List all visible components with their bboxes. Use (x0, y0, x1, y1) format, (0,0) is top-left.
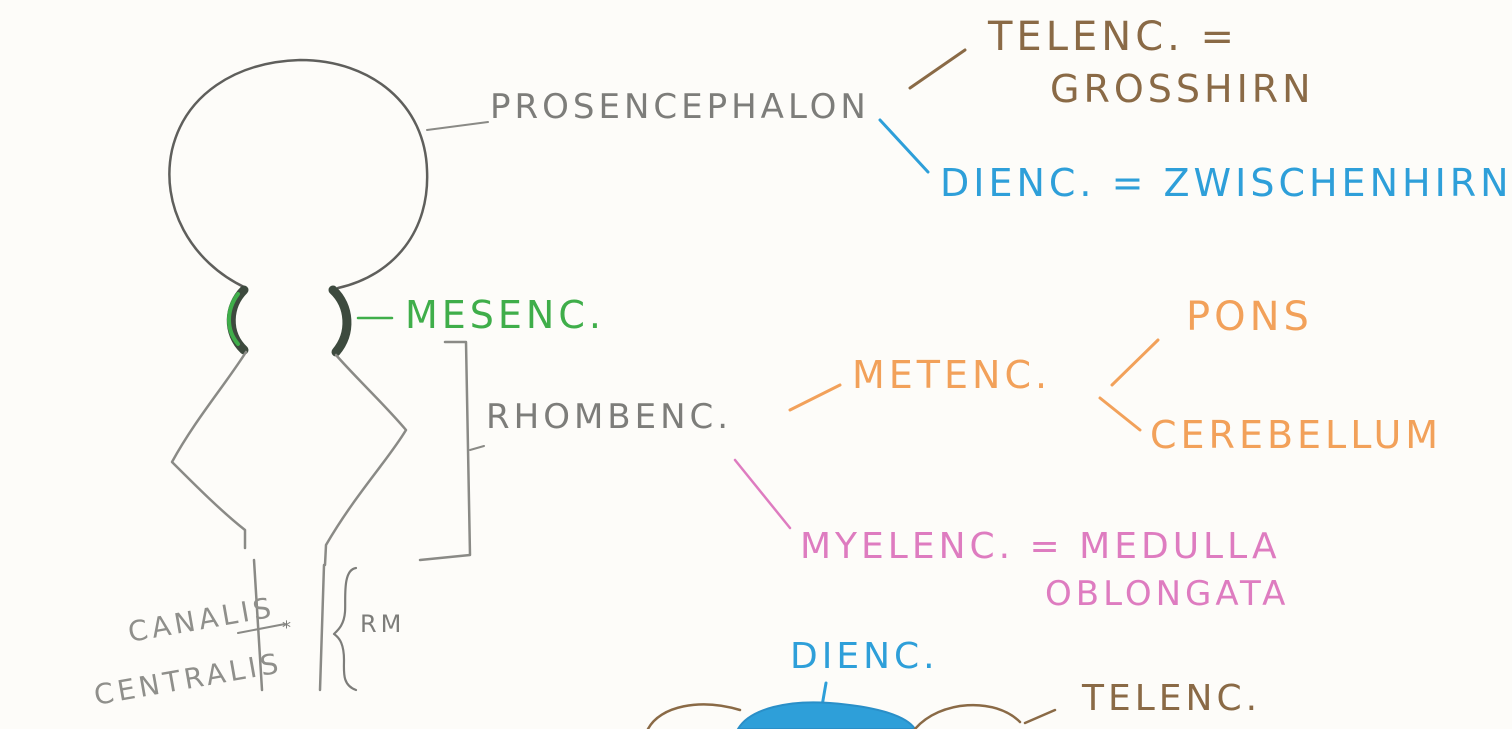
canalis-label-line1: CANALIS (125, 591, 277, 649)
myelenc-label-line1: MYELENC. = MEDULLA (800, 526, 1281, 567)
rhombencephalon-connector-line (469, 445, 485, 451)
rhombenc-label: RHOMBENC. (486, 397, 732, 437)
cerebellum-label: CEREBELLUM (1150, 413, 1442, 457)
myelenc-label-line2: OBLONGATA (1045, 574, 1289, 614)
rhombencephalon-bracket (418, 340, 472, 562)
canalis-centralis-pointer (237, 623, 286, 634)
diencephalon-fill (736, 701, 917, 729)
mesenc-label: MESENC. (405, 293, 605, 337)
canalis-label-line2: CENTRALIS (91, 646, 284, 712)
dienc-bottom-label: DIENC. (790, 636, 939, 677)
prosencephalon-bulb (168, 58, 429, 290)
rhombencephalon-left-wall (170, 350, 248, 550)
neural-tube-outline: ⁎ (168, 58, 429, 692)
rhombencephalon-right-wall (323, 353, 408, 567)
rm-label: RM (360, 610, 405, 638)
pons-branch-line (1110, 338, 1160, 387)
telenc-label-line2: GROSSHIRN (1050, 67, 1315, 111)
metenc-label: METENC. (852, 353, 1051, 397)
telenc-branch-line (908, 48, 967, 90)
pons-label: PONS (1186, 294, 1313, 340)
myelenc-branch-line (733, 458, 792, 530)
telenc-label-line1: TELENC. = (987, 14, 1238, 60)
prosencephalon-connector-line (426, 121, 489, 131)
prosencephalon-label: PROSENCEPHALON (490, 87, 870, 127)
left-hemisphere-outline (646, 703, 742, 729)
cerebellum-branch-line (1098, 396, 1142, 432)
bottom-forebrain-sketch (646, 701, 1022, 729)
spinal-cord-left-wall (252, 558, 264, 692)
right-hemisphere-outline (913, 703, 1022, 729)
metenc-branch-line (788, 383, 842, 412)
mesencephalon-left-highlight (227, 292, 240, 346)
dienc-branch-line (878, 118, 930, 174)
canalis-centralis-marker-icon: ⁎ (282, 612, 291, 633)
graphite-connectors (237, 121, 489, 692)
telenc-bottom-label: TELENC. (1081, 678, 1261, 719)
dienc-label: DIENC. = ZWISCHENHIRN (940, 161, 1512, 205)
branch-lines (356, 48, 1160, 725)
mesencephalon-right-wall (328, 285, 352, 357)
rm-brace (332, 566, 358, 692)
spinal-cord-right-wall (318, 563, 326, 692)
telenc-bottom-pointer-line (1023, 708, 1057, 725)
